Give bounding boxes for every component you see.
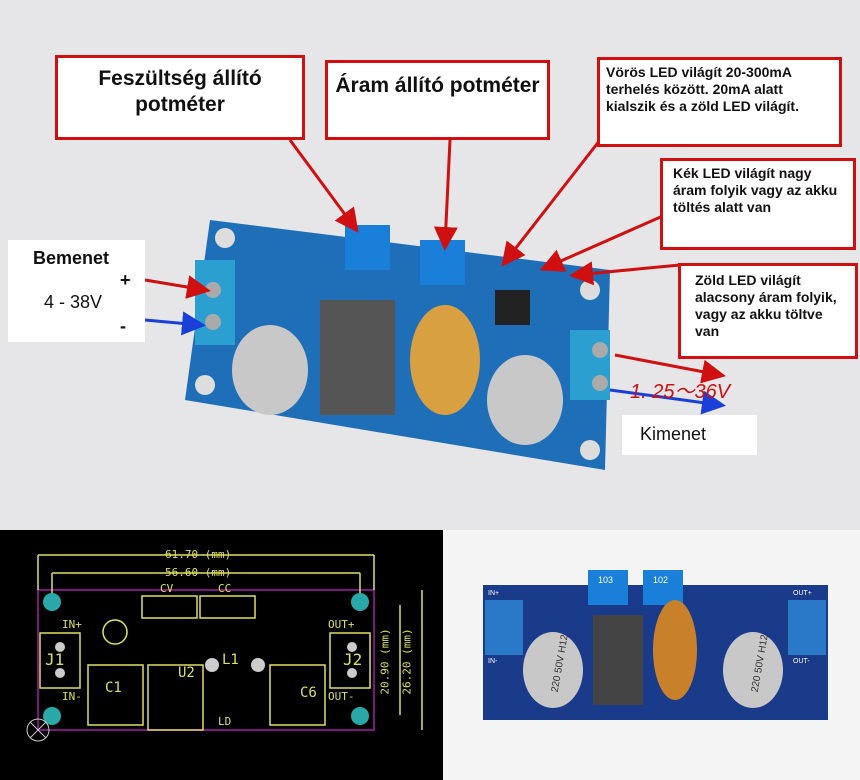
callout-blue-led: Kék LED világít nagy áram folyik vagy az… [660,158,856,250]
capacitor-2 [487,355,563,445]
dim-inner-width: 56.60 (mm) [165,566,232,579]
ref-l1: L1 [222,652,239,668]
ref-ld: LD [218,715,232,728]
output-range: 1. 25～36V [630,381,731,403]
dim-outer-width: 61.70 (mm) [165,548,232,561]
input-minus: - [120,316,126,336]
ref-j1: J1 [45,650,65,669]
voltage-pot [345,225,390,270]
callout-current-pot: Áram állító potméter [325,60,550,140]
photo-out-plus: OUT+ [793,590,812,597]
ref-j2: J2 [343,650,363,669]
ref-in-minus: IN- [62,690,82,703]
photo-in-minus: IN- [488,658,498,665]
dim-inner-height: 20.90 (mm) [378,628,392,695]
dim-outer-height: 26.20 (mm) [400,628,414,695]
photo-out-minus: OUT- [793,658,810,665]
annotated-board-photo: Feszültség állító potméter Áram állító p… [0,0,860,530]
pcb-outline [26,554,423,742]
input-terminal [195,260,235,345]
output-title: Kimenet [640,424,707,444]
ref-out-minus: OUT- [328,690,355,703]
input-range: 4 - 38V [44,292,103,312]
input-plus: + [120,270,131,290]
pot2-marking: 102 [653,575,669,585]
ref-c6: C6 [300,685,317,701]
output-label-box: Kimenet [622,415,757,455]
ref-c1: C1 [105,680,122,696]
ref-cv: CV [160,582,174,595]
pot1-marking: 103 [598,575,614,585]
ref-out-plus: OUT+ [328,618,355,631]
ref-cc: CC [218,582,232,595]
callout-voltage-pot: Feszültség állító potméter [55,55,305,140]
callout-green-led: Zöld LED világít alacsony áram folyik, v… [678,263,858,359]
current-pot [420,240,465,285]
callout-red-led: Vörös LED világít 20-300mA terhelés közö… [597,57,842,147]
board-photo-illustration [144,139,726,470]
capacitor-1 [232,325,308,415]
photo-in-plus: IN+ [488,590,500,597]
regulator-ic [320,300,395,415]
board-photo-2: 220 50V H12 220 50V H12 103 102 IN+ IN- … [443,530,860,780]
pcb-layout-drawing: 61.70 (mm) 56.60 (mm) 20.90 (mm) 26.20 (… [0,530,443,780]
ref-in-plus: IN+ [62,618,82,631]
ref-u2: U2 [178,665,195,681]
board-photo-2-illustration [483,570,828,720]
input-title: Bemenet [33,248,110,268]
input-label-box: Bemenet + 4 - 38V - [8,240,145,342]
inductor [410,305,480,415]
